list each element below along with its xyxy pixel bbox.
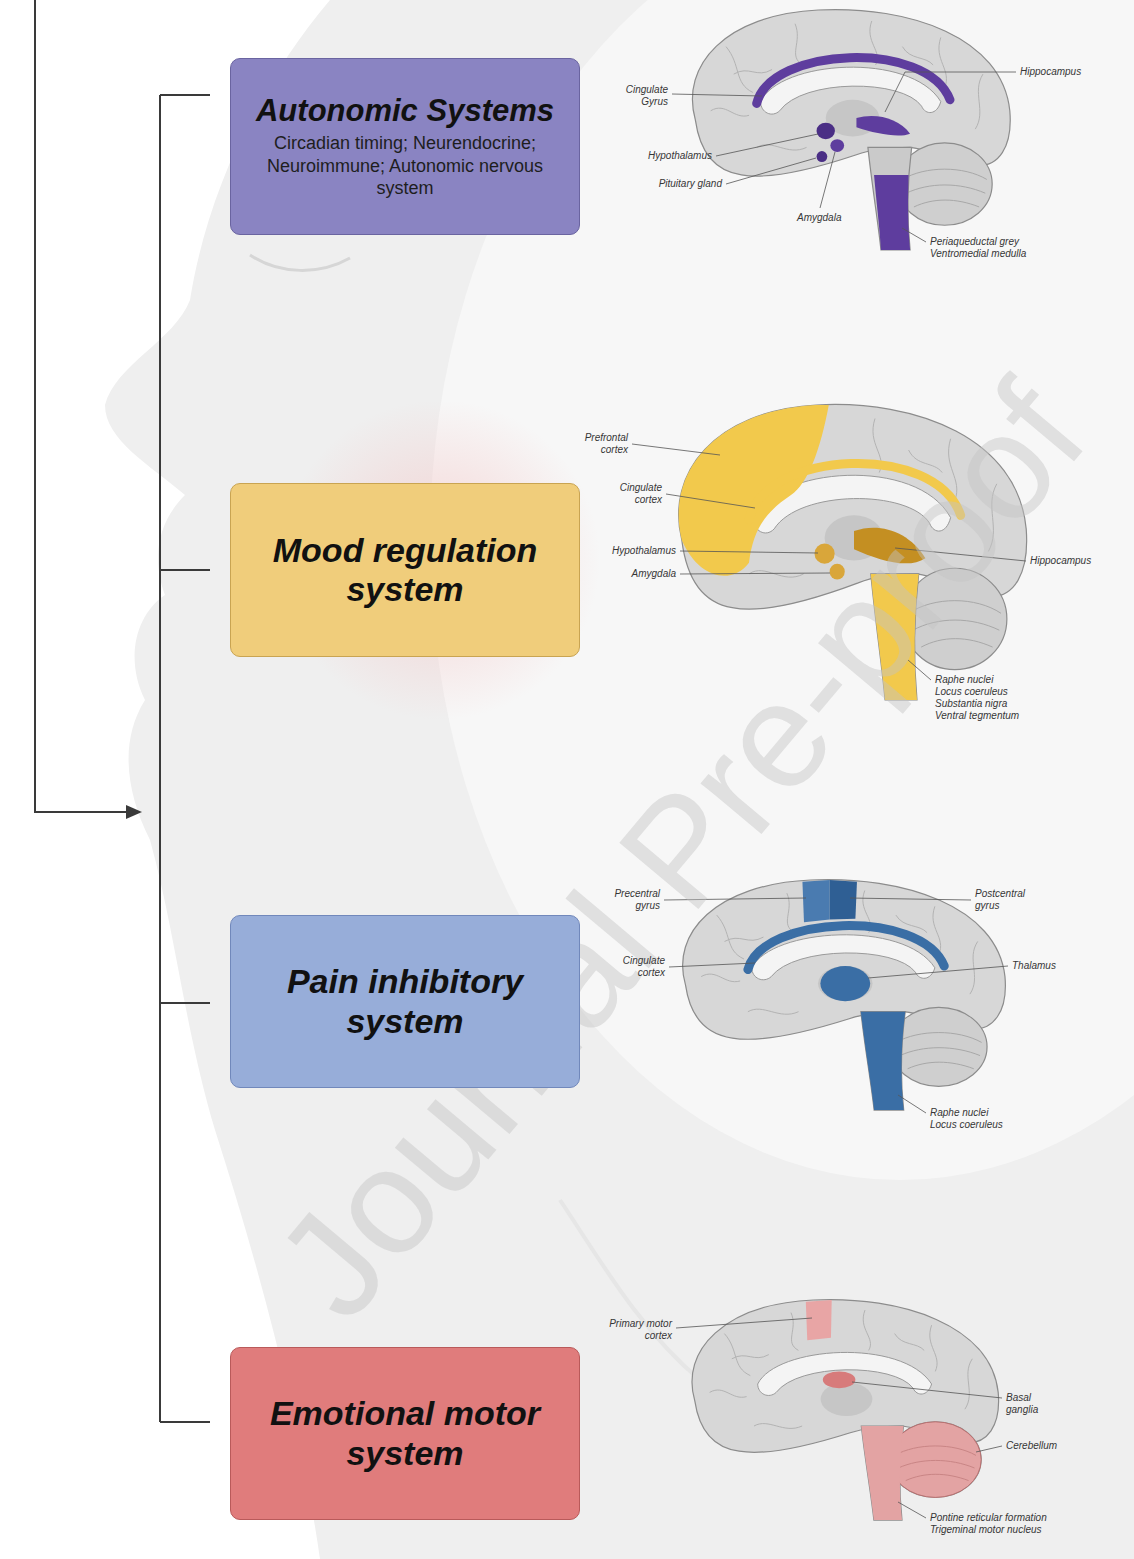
- region-label: Hypothalamus: [648, 150, 712, 162]
- region-label: Cingulate cortex: [613, 955, 665, 979]
- leader-line: [868, 966, 1008, 978]
- amygdala-region: [830, 564, 845, 580]
- region-label: Substantia nigra: [935, 698, 1007, 710]
- leader-line: [976, 1446, 1002, 1452]
- region-label: Hypothalamus: [612, 545, 676, 557]
- cingulate-region: [748, 926, 944, 970]
- region-label: Hippocampus: [1020, 66, 1081, 78]
- hypothalamus-region: [817, 123, 835, 139]
- leader-line: [898, 1502, 926, 1518]
- region-label: Cingulate cortex: [610, 482, 662, 506]
- prefrontal-region: [679, 405, 829, 576]
- region-label: Amygdala: [632, 568, 676, 580]
- brain-base: [692, 10, 1010, 250]
- hippocampus-region: [854, 528, 925, 564]
- brain-mood: [679, 404, 1027, 700]
- region-label: Cerebellum: [1006, 1440, 1057, 1452]
- region-label: Pontine reticular formation: [930, 1512, 1047, 1524]
- region-label: Basal ganglia: [1006, 1392, 1048, 1416]
- brainstem-region: [871, 574, 919, 700]
- leader-line: [902, 228, 926, 242]
- arrowhead: [126, 805, 142, 819]
- region-label: Postcentral gyrus: [975, 888, 1037, 912]
- region-label: Primary motor cortex: [600, 1318, 672, 1342]
- region-label: Cingulate Gyrus: [616, 84, 668, 108]
- region-label: Prefrontal cortex: [576, 432, 628, 456]
- leader-line: [726, 158, 816, 184]
- amygdala-region: [830, 139, 844, 152]
- leader-line: [669, 963, 755, 967]
- system-box: Autonomic SystemsCircadian timing; Neure…: [230, 58, 580, 235]
- region-label: Periaqueductal grey: [930, 236, 1019, 248]
- system-box: Pain inhibitory system: [230, 915, 580, 1088]
- hippocampus-region: [856, 116, 910, 136]
- bracket-tick: [160, 1421, 210, 1423]
- system-title: Pain inhibitory system: [245, 962, 565, 1040]
- leader-line: [680, 573, 830, 574]
- brain-base: [692, 1300, 999, 1520]
- branch-bracket: [35, 0, 210, 1422]
- brainstem-region: [861, 1426, 903, 1520]
- leader-line: [885, 72, 1016, 112]
- brain-base: [679, 404, 1027, 700]
- leader-line: [664, 898, 806, 900]
- region-label: Ventromedial medulla: [930, 248, 1026, 260]
- bracket-spine: [159, 95, 161, 1422]
- pituitary-region: [817, 151, 828, 162]
- leader-line: [632, 444, 720, 455]
- region-label: Ventral tegmentum: [935, 710, 1019, 722]
- region-label: Locus coeruleus: [935, 686, 1008, 698]
- system-box: Emotional motor system: [230, 1347, 580, 1520]
- ear-curve: [560, 1200, 700, 1380]
- leader-line: [680, 551, 818, 553]
- precentral-region: [802, 880, 829, 922]
- leader-lines: [632, 72, 1026, 1518]
- brain-motor: [692, 1300, 999, 1520]
- region-label: Amygdala: [797, 212, 841, 224]
- leader-line: [676, 1318, 812, 1328]
- closed-eye: [250, 255, 350, 270]
- cingulate-region: [757, 58, 950, 104]
- leader-line: [895, 548, 1026, 561]
- motor-cortex-region: [806, 1300, 832, 1340]
- postcentral-region: [830, 880, 857, 920]
- cerebellum-folia: [895, 1446, 976, 1481]
- leader-line: [666, 494, 755, 508]
- leader-line: [852, 1382, 1002, 1398]
- hypothalamus-region: [815, 543, 835, 563]
- bracket-tick: [160, 1002, 210, 1004]
- incoming-line: [35, 0, 128, 812]
- leader-line: [672, 94, 762, 96]
- bracket-tick: [160, 569, 210, 571]
- system-title: Emotional motor system: [245, 1394, 565, 1472]
- region-label: Hippocampus: [1030, 555, 1091, 567]
- region-label: Raphe nuclei: [930, 1107, 988, 1119]
- leader-line: [850, 898, 971, 900]
- region-label: Raphe nuclei: [935, 674, 993, 686]
- cingulate-region: [749, 463, 961, 519]
- system-title: Mood regulation system: [245, 531, 565, 609]
- region-label: Locus coeruleus: [930, 1119, 1003, 1131]
- system-box: Mood regulation system: [230, 483, 580, 657]
- brain-pain: [683, 880, 1006, 1110]
- leader-line: [820, 152, 835, 208]
- cerebellum-region: [889, 1422, 981, 1498]
- leader-line: [898, 1095, 926, 1113]
- system-title: Autonomic Systems: [256, 93, 554, 129]
- system-description: Circadian timing; Neurendocrine; Neuroim…: [245, 132, 565, 200]
- bracket-tick: [160, 94, 210, 96]
- leader-line: [716, 134, 818, 156]
- region-label: Pituitary gland: [659, 178, 722, 190]
- leader-line: [908, 660, 931, 680]
- brain-autonomic: [692, 10, 1010, 250]
- brain-base: [683, 880, 1006, 1110]
- thalamus-region: [820, 966, 870, 1001]
- region-label: Thalamus: [1012, 960, 1056, 972]
- region-label: Trigeminal motor nucleus: [930, 1524, 1042, 1536]
- region-label: Precentral gyrus: [604, 888, 660, 912]
- brainstem-region: [874, 175, 910, 250]
- basal-ganglia-region: [823, 1371, 856, 1388]
